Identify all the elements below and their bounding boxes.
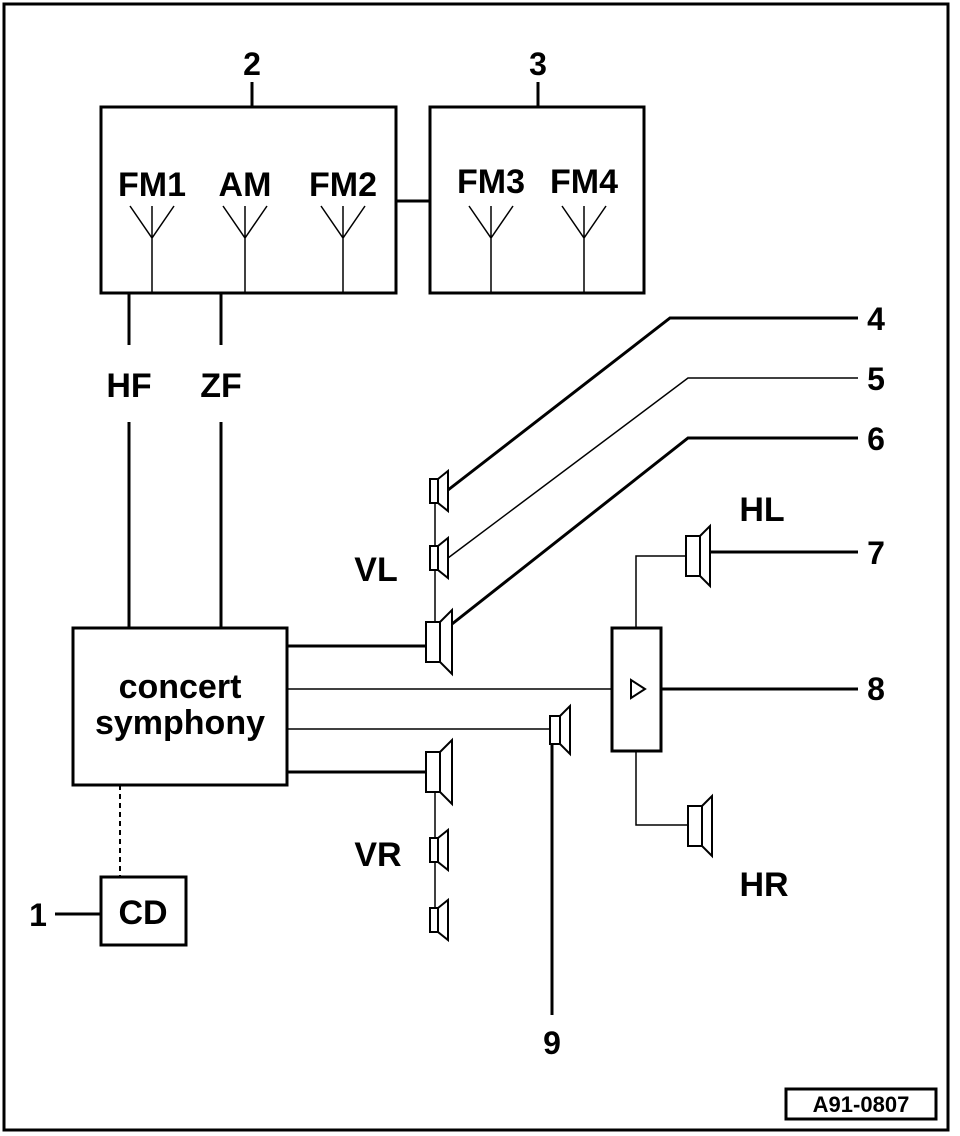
speaker-icon-vr-mid xyxy=(429,827,449,873)
speaker-group-label-hl: HL xyxy=(739,491,784,529)
speaker-group-label-vr: VR xyxy=(354,836,401,874)
antenna-amplifier-box-2 xyxy=(99,105,398,295)
figure-id-label: A91-0807 xyxy=(813,1092,910,1117)
callout-8: 8 xyxy=(867,671,885,707)
hr-feed-line xyxy=(635,751,688,826)
callout-line-6 xyxy=(451,436,858,626)
callout-line-5 xyxy=(447,377,858,559)
speaker-icon-vr-tweeter xyxy=(429,897,449,943)
antenna-icon-fm1 xyxy=(129,205,175,293)
callout-3: 3 xyxy=(529,46,547,82)
head-unit-box xyxy=(71,626,289,787)
antenna-icon-am xyxy=(222,205,268,293)
speaker-icon-vl-woofer xyxy=(425,607,453,677)
callout-4: 4 xyxy=(867,301,885,337)
speaker-group-label-hr: HR xyxy=(739,866,788,904)
antenna-label-am: AM xyxy=(219,166,272,204)
speaker-icon-vl-mid xyxy=(429,535,449,581)
antenna-label-fm2: FM2 xyxy=(309,166,377,204)
speaker-icon-hr xyxy=(687,793,713,859)
cd-changer-label: CD xyxy=(118,894,167,932)
amplifier-icon xyxy=(630,678,647,700)
speaker-icon-center xyxy=(549,703,571,757)
antenna-label-fm1: FM1 xyxy=(118,166,186,204)
callout-9: 9 xyxy=(543,1025,561,1061)
hl-feed-line xyxy=(635,555,686,628)
callout-6: 6 xyxy=(867,421,885,457)
cd-changer-box xyxy=(99,875,188,947)
antenna-label-fm4: FM4 xyxy=(550,163,618,201)
figure-id-box xyxy=(784,1087,938,1121)
callout-7: 7 xyxy=(867,535,885,571)
antenna-icon-fm4 xyxy=(561,205,607,293)
speaker-icon-vl-tweeter xyxy=(429,468,449,514)
speaker-icon-vr-woofer xyxy=(425,737,453,807)
speaker-icon-hl xyxy=(685,523,711,589)
signal-label-zf: ZF xyxy=(200,367,242,405)
callout-5: 5 xyxy=(867,361,885,397)
callout-1: 1 xyxy=(29,897,47,933)
speaker-group-label-vl: VL xyxy=(354,551,397,589)
antenna-icon-fm3 xyxy=(468,205,514,293)
signal-label-hf: HF xyxy=(106,367,151,405)
head-unit-label-line1: concert xyxy=(119,668,242,706)
callout-line-4 xyxy=(447,316,858,492)
antenna-icon-fm2 xyxy=(320,205,366,293)
head-unit-label-line2: symphony xyxy=(95,704,265,742)
antenna-label-fm3: FM3 xyxy=(457,163,525,201)
callout-2: 2 xyxy=(243,46,261,82)
